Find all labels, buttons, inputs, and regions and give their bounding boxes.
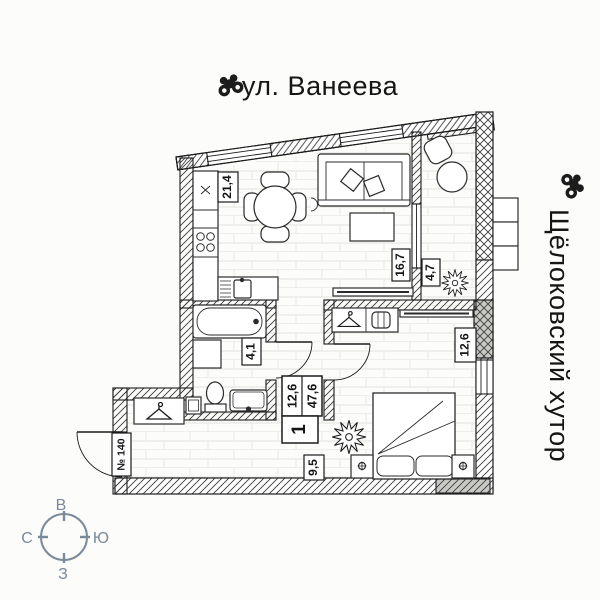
stove-icon	[196, 232, 215, 252]
room-label-balcony: 4,7	[421, 258, 441, 287]
room-label-bathroom: 4,1	[241, 337, 262, 366]
tv-living	[332, 287, 414, 297]
bottom-wall	[114, 477, 494, 495]
dishwasher-icon	[220, 280, 231, 298]
room-label-bedroom: 12,6	[454, 327, 477, 363]
folded-clothes-icon	[371, 311, 391, 329]
room-area-kitchen-living: 21,4	[220, 175, 234, 199]
washing-machine	[185, 396, 202, 415]
room-label-living-zone: 16,7	[391, 248, 411, 282]
bathtub	[192, 304, 267, 339]
right-wall	[473, 111, 494, 491]
balcony	[423, 135, 470, 298]
hallway-wardrobe	[133, 397, 185, 425]
dining-set	[243, 171, 307, 243]
room-label-hallway: 9,5	[303, 454, 325, 481]
walls	[112, 111, 519, 495]
room-label-kitchen-living: 21,4	[217, 171, 239, 203]
tv-bedroom	[399, 309, 474, 318]
left-wall	[179, 157, 194, 401]
external-slabs	[492, 197, 519, 271]
stamp-living-area: 12,6	[285, 384, 299, 408]
compass-bottom-label: З	[58, 566, 68, 583]
dining-table	[253, 185, 297, 229]
street-right: Щёлоковский хутор	[544, 170, 586, 462]
room-area-hallway: 9,5	[306, 459, 320, 476]
room-area-living-zone: 16,7	[393, 253, 407, 277]
bathroom-right-wall-upper	[265, 299, 277, 343]
balcony-table	[436, 161, 468, 193]
bathroom	[185, 304, 268, 415]
compass-right-label: Ю	[93, 530, 109, 547]
bedroom-wardrobe	[331, 307, 399, 333]
sofa	[317, 153, 411, 207]
blanket-fold	[377, 400, 456, 455]
nightstand-left	[350, 454, 374, 479]
stamp-total-area: 47,6	[305, 384, 319, 408]
room-area-bathroom: 4,1	[244, 343, 258, 360]
kitchen	[192, 170, 307, 302]
bedroom-door	[333, 343, 371, 381]
entrance-number: № 140	[115, 438, 127, 470]
coffee-table	[349, 212, 395, 242]
street-label-top: ул. Ванеева	[242, 71, 399, 101]
pillow	[376, 455, 415, 477]
compass-top-label: В	[56, 497, 67, 514]
bathroom-sink	[229, 389, 268, 412]
street-top: ул. Ванеева	[215, 71, 398, 101]
living-zone	[310, 153, 414, 297]
hallway-left-wall-upper	[112, 387, 128, 433]
street-label-right: Щёлоковский хутор	[544, 209, 574, 462]
bedroom-window	[475, 359, 494, 395]
bed	[372, 392, 456, 480]
wall-sconce	[310, 197, 318, 212]
room-area-bedroom: 12,6	[458, 333, 472, 357]
bedroom	[331, 307, 475, 480]
sink-cross-icon	[200, 185, 211, 195]
toilet	[204, 381, 227, 413]
balcony-partition	[411, 131, 422, 301]
stamp-rooms-count: 1	[289, 424, 310, 435]
nightstand-right	[451, 454, 475, 479]
sofa-pillow	[362, 174, 386, 198]
compass-left-label: С	[21, 530, 33, 547]
room-area-balcony: 4,7	[423, 264, 437, 281]
window-glass	[206, 128, 404, 163]
kitchen-sink	[233, 279, 252, 299]
entrance-number-plate: № 140	[111, 432, 132, 477]
compass-ticks	[38, 511, 90, 563]
bedroom-left-wall-lower	[323, 379, 335, 421]
pillow	[415, 455, 454, 477]
bath-cabinet	[192, 339, 222, 369]
compass: В Ю С З	[21, 497, 109, 583]
sofa-pillow	[339, 167, 365, 193]
hallway	[133, 397, 185, 425]
balcony-chair	[423, 135, 453, 165]
apartment-stamp: 12,6 47,6 1	[281, 375, 323, 444]
room-labels: 21,4 16,7 4,7 4,1 12,6 9,5	[217, 171, 477, 481]
